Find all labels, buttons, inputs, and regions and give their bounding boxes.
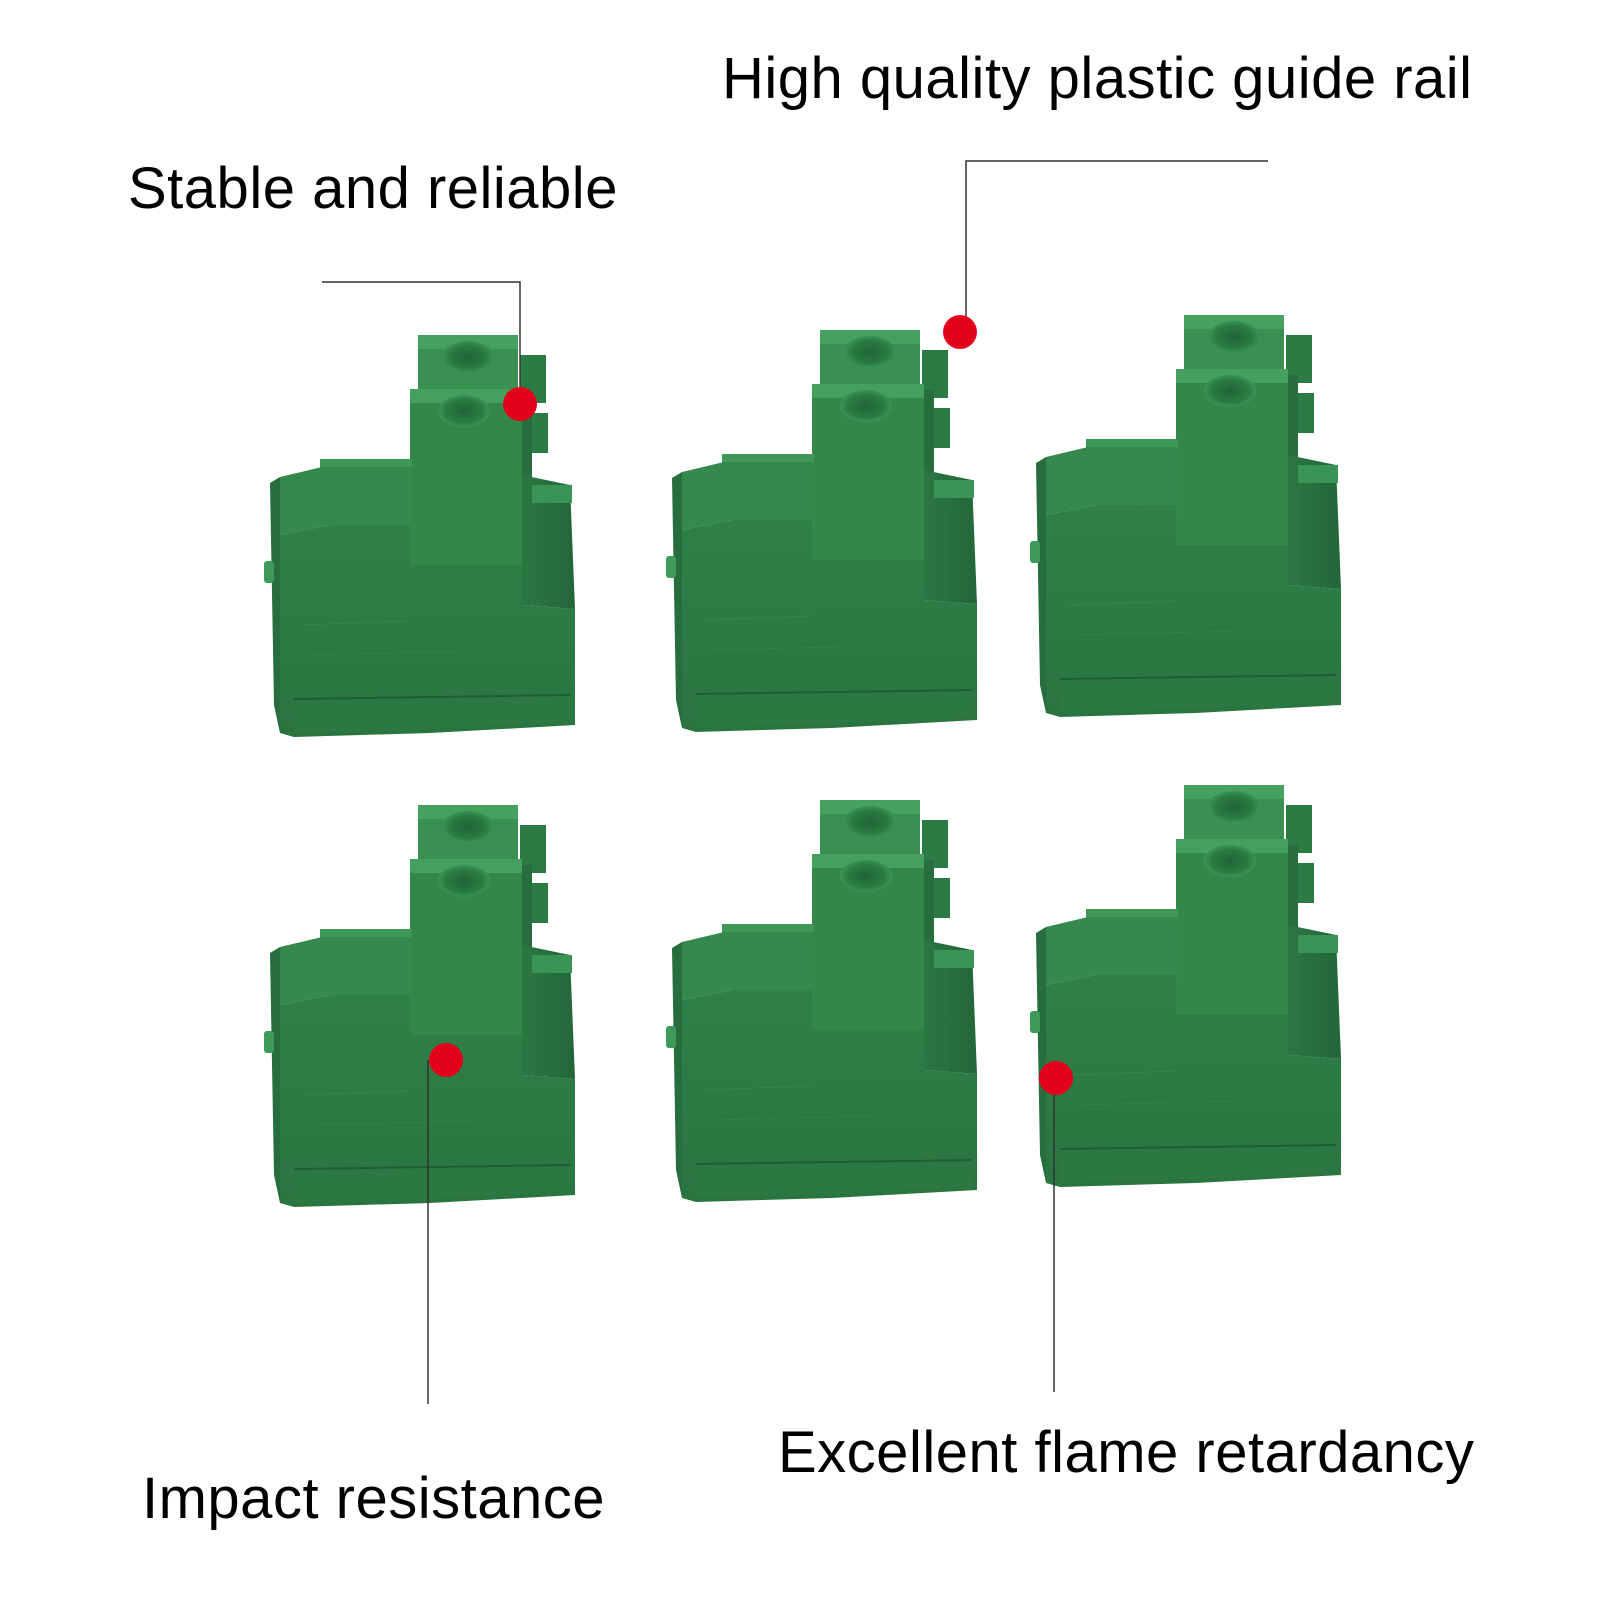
leader-line-guide-rail — [965, 160, 1268, 330]
callout-guide-rail: High quality plastic guide rail — [722, 46, 1473, 111]
connector-item-3 — [1029, 314, 1342, 718]
connector-item-6 — [1029, 784, 1342, 1188]
marker-dot-impact — [429, 1043, 463, 1077]
callout-flame: Excellent flame retardancy — [778, 1420, 1475, 1485]
connector-item-2 — [665, 329, 978, 733]
marker-dot-stable — [503, 387, 537, 421]
callout-impact: Impact resistance — [142, 1466, 606, 1531]
marker-dot-flame — [1039, 1061, 1073, 1095]
leader-lines — [322, 160, 1268, 1404]
callout-markers — [429, 315, 1073, 1095]
callout-stable: Stable and reliable — [128, 156, 618, 221]
connector-item-4 — [263, 804, 576, 1208]
marker-dot-guide-rail — [943, 315, 977, 349]
leader-line-stable — [322, 281, 521, 404]
connector-item-5 — [665, 799, 978, 1203]
